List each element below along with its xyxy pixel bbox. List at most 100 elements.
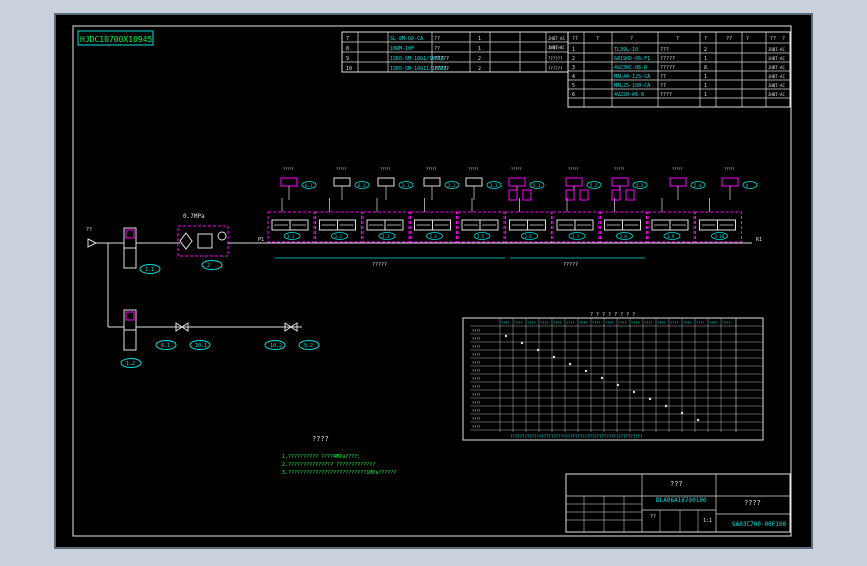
cylinder-label: ????? [380,167,391,171]
tr-code: MAL25-100-CA [614,83,650,89]
tr-no: 5 [572,83,575,89]
cylinder[interactable]: ?????4 [721,167,758,200]
frl-unit[interactable]: 0.7MPa [177,213,272,257]
directional-valve[interactable]: 3.3 [362,198,410,243]
seq-step-dot [568,362,572,366]
seq-row-head: ???? [472,345,480,349]
seq-step-dot [696,418,700,422]
seq-col-head: ???? [683,321,691,325]
cylinder[interactable]: ?????6.2 [333,167,370,200]
tb-scale: 1:1 [703,518,712,524]
seq-row-head: ???? [472,417,480,421]
tr-qty: 1 [704,83,707,89]
tl-name: ?? [434,36,440,42]
tr-mat: JHBT-AC [768,56,785,61]
seq-row-head: ???? [472,409,480,413]
tr-mat: JHBT-AC [768,65,785,70]
drawing-code: HJDC10700X10945 [80,35,152,44]
directional-valve[interactable]: 3.9 [647,198,695,243]
valve-tag: 3.6 [525,234,533,239]
tb-project: ??? [670,480,683,488]
cylinder-label: ????? [511,167,522,171]
valve-tag-bubble: 1.2 [120,358,142,368]
tl-code: 1SE0-SM-10G1/10311 [390,56,444,62]
valve-1-2[interactable] [123,309,302,351]
cylinder[interactable]: ?????5.1 [508,167,545,201]
seq-header: ? ? ? ? ? ? ? ? [590,312,635,318]
cylinder[interactable]: ?????3.2 [423,167,460,200]
seq-row-head: ???? [472,385,480,389]
valve-tag: 3.4 [430,234,438,239]
cylinder-tag: 3.1 [402,183,410,188]
tag-text: 2 [207,263,210,269]
directional-valve[interactable]: 3.7 [552,198,600,243]
seq-step-dot [504,334,508,338]
seq-col-head: ???? [501,321,509,325]
cylinder-tag: 6.2 [358,183,366,188]
tr-mat: JHBT-AC [768,74,785,79]
seq-row-head: ???? [472,329,480,333]
seq-col-head: ???? [657,321,665,325]
tag-text: 10.1 [195,343,207,349]
tb-name: ???? [744,499,761,507]
directional-valve[interactable]: 3.2 [315,198,362,243]
valve-tag: 3.10 [715,234,725,239]
tr-header-cell: ? [746,36,749,42]
tag-text: 10.2 [270,343,282,349]
seq-row-head: ???? [472,337,480,341]
tr-header-cell: ? [676,36,679,42]
valve-tag-bubble: 10.1 [189,340,211,350]
tag-text: 8.1 [161,343,170,349]
valve-tag: 3.8 [620,234,628,239]
cylinder-tag: 3.3 [490,183,498,188]
cylinder[interactable]: ?????5.4 [669,167,706,200]
tr-header-cell: ?? [572,36,578,42]
tr-no: 3 [572,65,575,71]
seq-row-head: ???? [472,401,480,405]
seq-col-head: ???? [644,321,652,325]
seq-col-head: ???? [566,321,574,325]
cylinder[interactable]: ?????6.1 [280,167,317,200]
directional-valve[interactable]: 3.5 [457,198,505,243]
tr-qty: 8 [704,65,707,71]
tr-qty: 1 [704,74,707,80]
cylinder[interactable]: ?????5.2 [565,167,602,201]
seq-col-head: ???? [670,321,678,325]
valve-tag: 3.9 [667,234,675,239]
tl-no: 9 [346,56,349,62]
tr-name: ?? [660,74,666,80]
tl-qty: 1 [478,36,481,42]
seq-step-dot [584,369,588,373]
directional-valve[interactable]: 3.6 [505,198,552,243]
directional-valve[interactable]: 3.1 [267,198,315,243]
seq-step-dot [680,411,684,415]
seq-step-dot [552,355,556,359]
tl-no: 10 [346,66,352,72]
directional-valve[interactable]: 3.10 [695,198,742,243]
valve-tag-bubble: 8.1 [155,340,177,350]
tr-code: GA190D-06-F1 [614,56,650,62]
seq-step-dot [664,404,668,408]
cylinder[interactable]: ?????3.3 [465,167,502,200]
note-1: 1.?????????? ????4MPa????; [282,454,360,460]
valve-1-1[interactable] [123,227,180,269]
tl-no: 7 [346,36,349,42]
cylinder-tag: 3.2 [448,183,456,188]
tr-header-cell: ?? [770,36,776,42]
tr-name: ?? [660,83,666,89]
directional-valve[interactable]: 3.4 [410,198,457,243]
tl-code: 1SE0-SM-10G11/10311 [390,66,447,72]
tr-no: 1 [572,47,575,53]
tl-qty: 1 [478,46,481,52]
seq-step-dot [632,390,636,394]
tl-no: 8 [346,46,349,52]
tr-no: 4 [572,74,575,80]
seq-step-dot [616,383,620,387]
cylinder[interactable]: ????? 3.1 [377,167,414,200]
title-block: ??? DLA06A16700100 ???? 1:1 ?? SA03C700-… [565,473,791,533]
cylinder[interactable]: ?????5.3 [611,167,648,201]
